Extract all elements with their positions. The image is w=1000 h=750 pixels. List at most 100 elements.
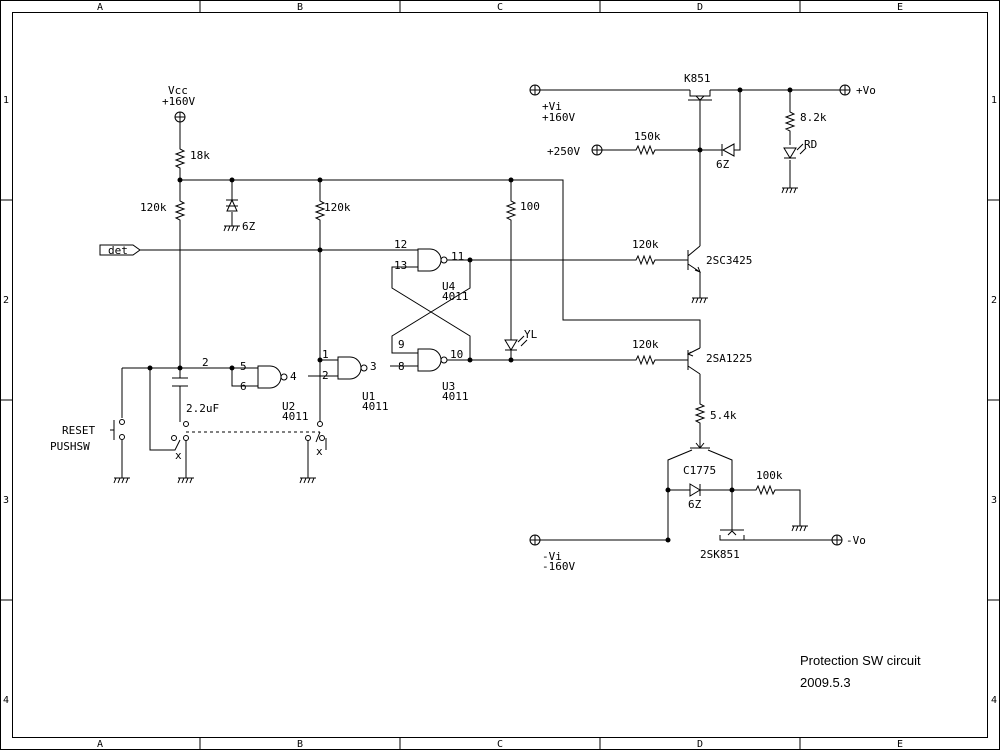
label-82k: 8.2k [800,111,827,124]
vo-pos-terminal [839,84,851,96]
vo-pos-label: +Vo [856,84,876,97]
pnp-2sa1225 [686,347,701,375]
ground-100k [791,519,809,532]
vi-neg-name: -Vi [542,550,562,563]
resistor-100k [751,485,780,495]
row-label-1: 1 [3,95,9,106]
led-yellow [504,335,528,351]
ground-npn [691,291,709,304]
col-label-a: A [97,2,103,13]
left-node-pin: 2 [202,356,209,369]
u2-type: 4011 [282,410,309,423]
ground-reset [113,471,131,484]
label-100: 100 [520,200,540,213]
resistor-120k-top [631,255,660,265]
fet-k851 [688,90,712,106]
plus250-terminal [591,144,603,156]
transistor-c1775 [690,440,710,449]
ground-rd [781,181,799,194]
switch-mark-a: x [175,449,182,462]
label-zener-top: 6Z [716,158,730,171]
col-label-b-bottom: B [297,739,303,750]
fet-2sk851 [719,525,745,541]
vi-pos-value: +160V [542,111,575,124]
vcc-name: Vcc [168,84,188,97]
resistor-18k [175,144,185,173]
zener-bottom [689,483,701,497]
label-k851: K851 [684,72,711,85]
u3-pin-a: 9 [398,338,405,351]
u3-type: 4011 [442,390,469,403]
det-input-tag [99,244,141,256]
col-label-e-bottom: E [897,739,903,750]
u3-name: U3 [442,380,455,393]
label-100k: 100k [756,469,783,482]
capacitor-2u2 [172,377,188,387]
vi-pos-name: +Vi [542,100,562,113]
u1-pin-out: 3 [370,360,377,373]
u2-pin-b: 6 [240,380,247,393]
nand-gate-u4 [417,248,448,272]
u1-pin-a: 1 [322,348,329,361]
wires [121,89,848,541]
vo-neg-terminal [831,534,843,546]
resistor-100 [506,196,516,225]
label-54k: 5.4k [710,409,737,422]
label-c1775: C1775 [683,464,716,477]
nand-gate-u3 [417,348,448,372]
u2-pin-out: 4 [290,370,297,383]
label-yl: YL [524,328,538,341]
u2-pin-a: 5 [240,360,247,373]
vi-pos-terminal [529,84,541,96]
row-label-2-right: 2 [991,295,997,306]
plus250-label: +250V [547,145,580,158]
col-label-d: D [697,2,703,13]
label-rd: RD [804,138,817,151]
switch-contact-a [171,421,189,441]
ground-sw-b [299,471,317,484]
label-zener-bottom: 6Z [688,498,702,511]
det-label: det [108,244,128,257]
zener-top [721,143,735,157]
u3-pin-out: 10 [450,348,463,361]
label-2sc3425: 2SC3425 [706,254,752,267]
nand-gate-u2 [257,365,288,389]
col-label-e: E [897,2,903,13]
resistor-120k-left [175,196,185,225]
label-2sk851: 2SK851 [700,548,740,561]
nand-gate-u1 [337,356,368,380]
label-pushsw: PUSHSW [50,440,90,453]
ground-zener-left [223,219,241,232]
label-120k-mid: 120k [324,201,351,214]
reset-pushswitch [110,419,125,440]
label-2sa1225: 2SA1225 [706,352,752,365]
vi-neg-value: -160V [542,560,575,573]
switch-contact-b [305,421,325,441]
vcc-terminal [174,111,186,123]
switch-mark-b: x [316,445,323,458]
col-label-a-bottom: A [97,739,103,750]
u2-name: U2 [282,400,295,413]
label-18k: 18k [190,149,210,162]
resistor-82k [785,107,795,136]
label-cap: 2.2uF [186,402,219,415]
row-label-3: 3 [3,495,9,506]
row-label-3-right: 3 [991,495,997,506]
resistor-150k [631,145,660,155]
diagram-date: 2009.5.3 [800,675,851,690]
led-red [783,143,807,159]
vo-neg-label: -Vo [846,534,866,547]
u4-type: 4011 [442,290,469,303]
label-150k: 150k [634,130,661,143]
resistor-120k-mid [315,196,325,225]
label-zener-left: 6Z [242,220,256,233]
row-label-2: 2 [3,295,9,306]
u1-type: 4011 [362,400,389,413]
label-120k-top: 120k [632,238,659,251]
row-label-4: 4 [3,695,9,706]
npn-2sc3425 [687,245,701,273]
zener-left [226,198,238,212]
col-label-c-bottom: C [497,739,503,750]
col-label-b: B [297,2,303,13]
